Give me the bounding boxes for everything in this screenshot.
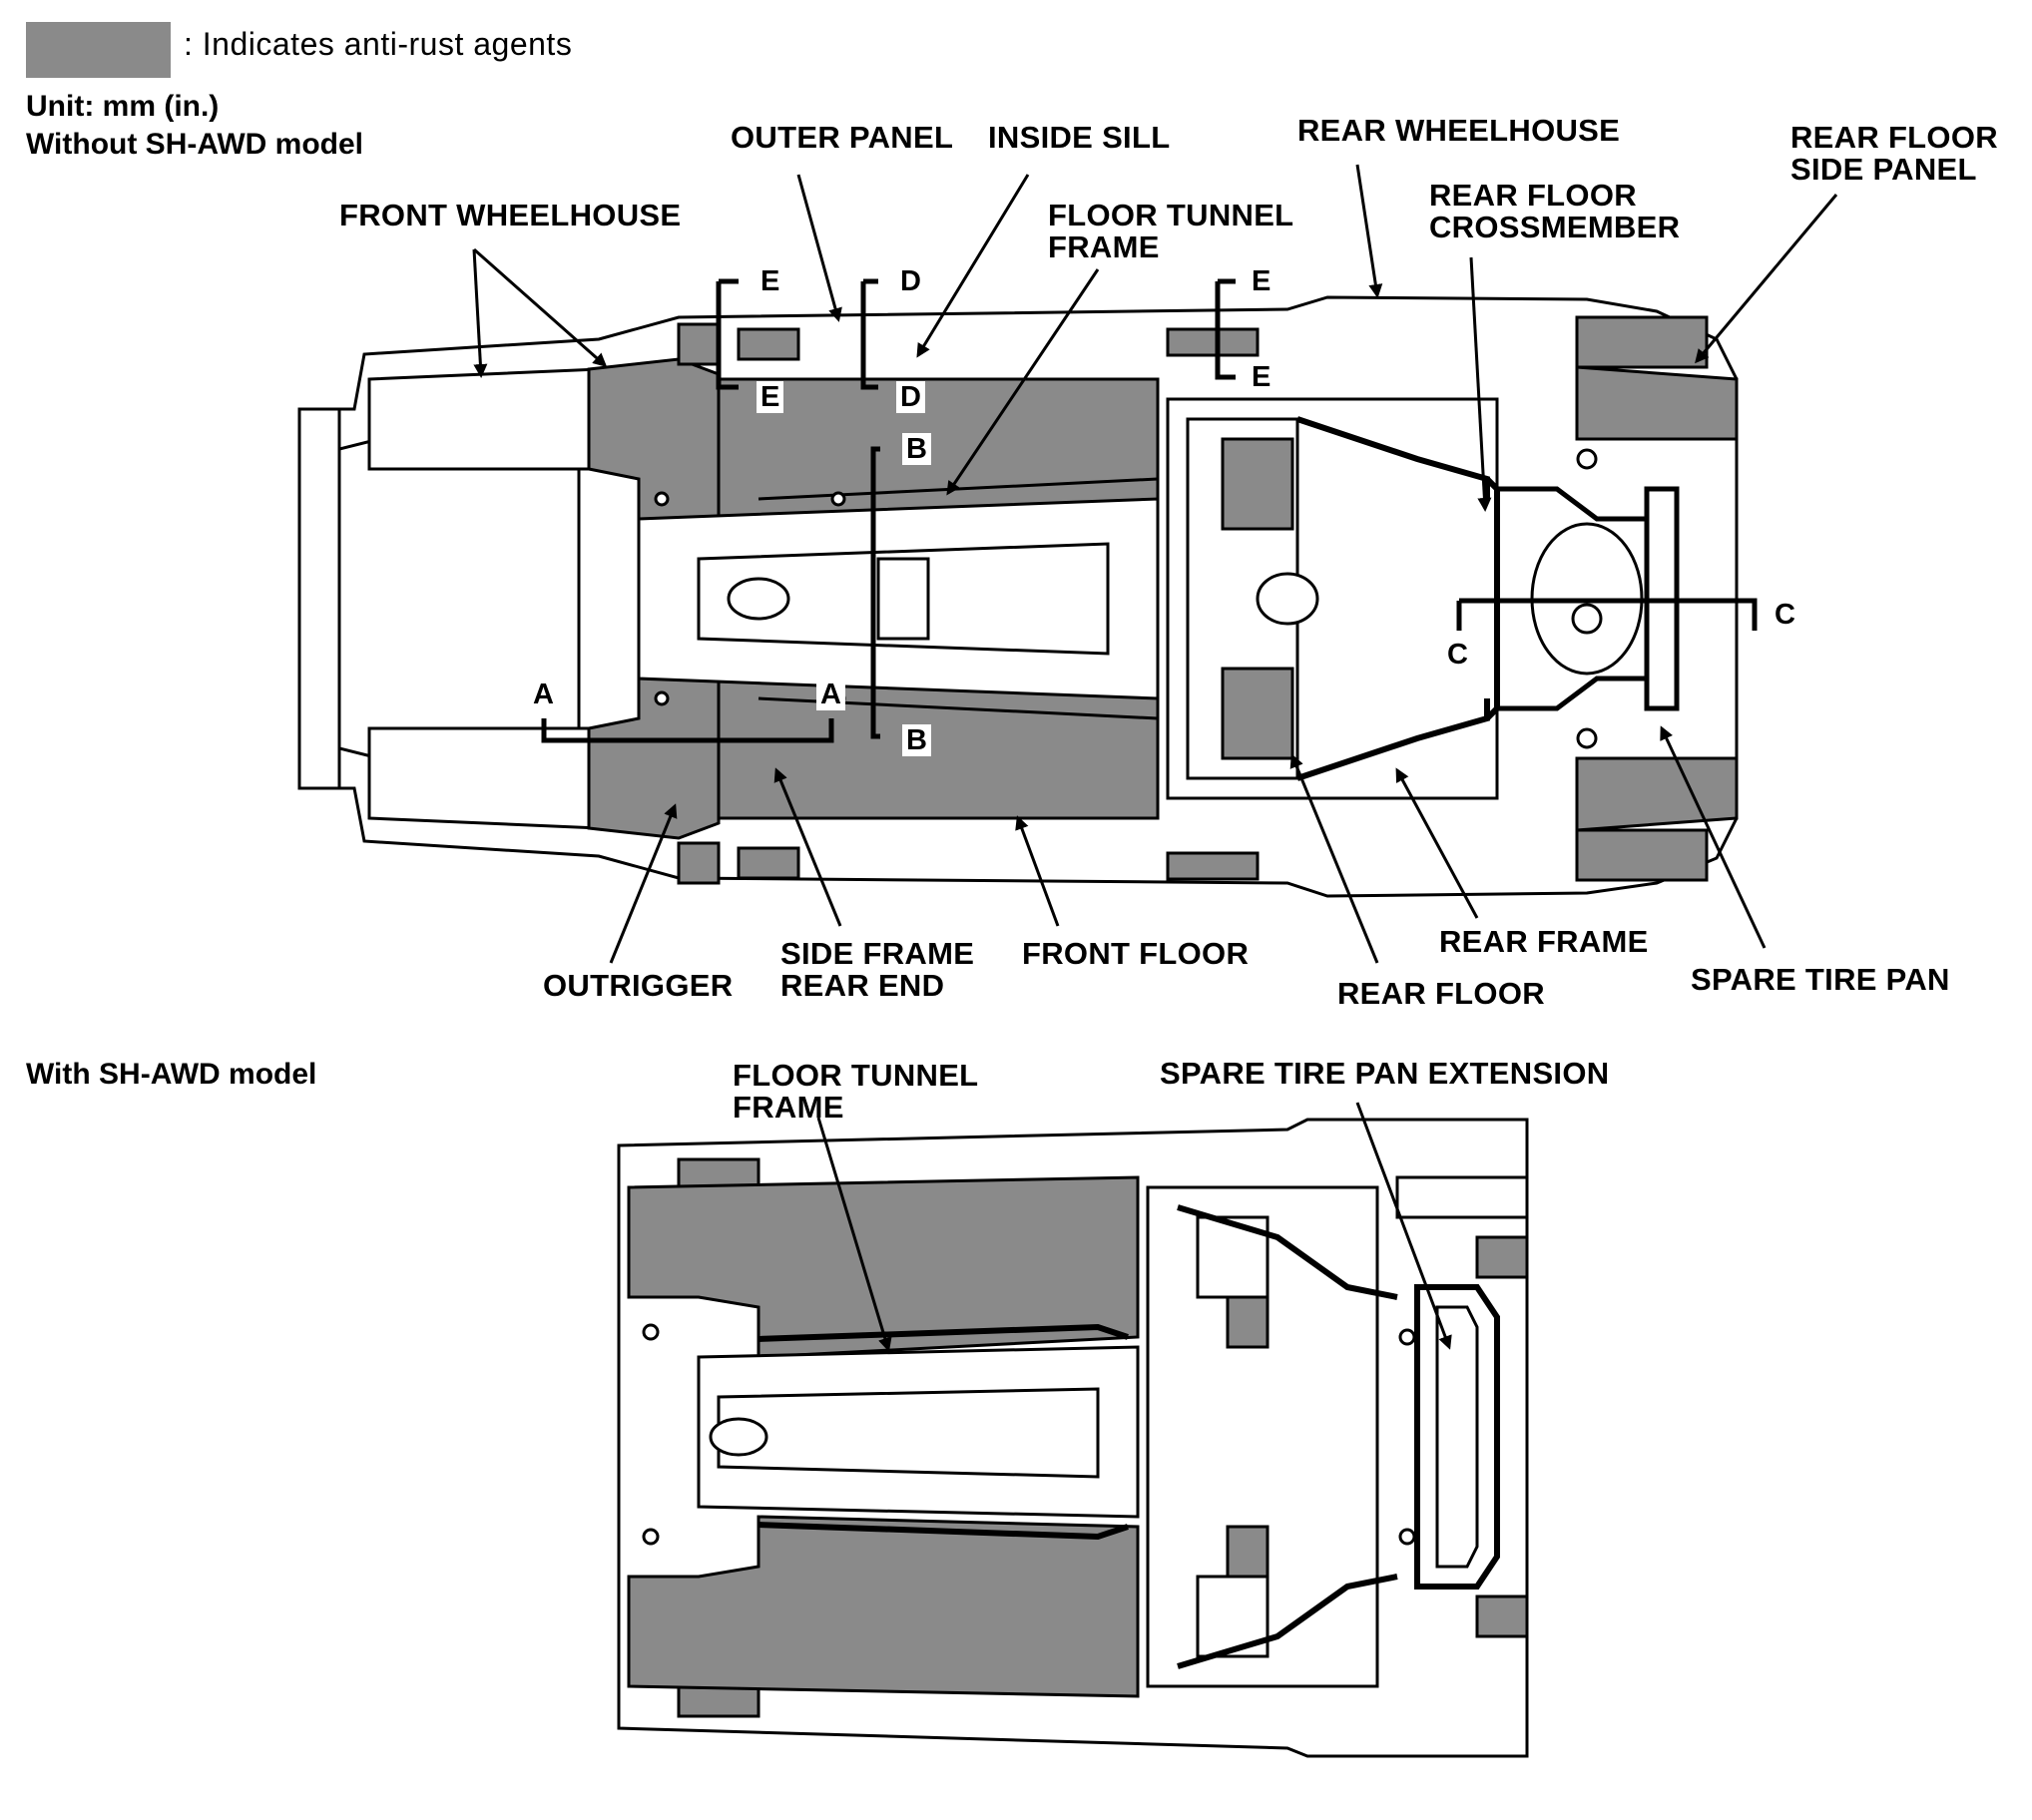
label-rear-floor-crossmember: REAR FLOOR CROSSMEMBER (1429, 178, 1681, 244)
label-rear-floor-side-panel: REAR FLOOR SIDE PANEL (1790, 120, 1998, 187)
label-spare-tire-pan-extension: SPARE TIRE PAN EXTENSION (1160, 1056, 1610, 1091)
section-marker-c: C (1771, 599, 1799, 631)
section-marker-a: A (529, 679, 558, 710)
section-marker-a: A (816, 679, 845, 710)
underbody-awd-view (617, 1118, 1529, 1758)
legend-swatch (26, 22, 171, 78)
label-front-wheelhouse: FRONT WHEELHOUSE (339, 198, 682, 232)
label-floor-tunnel-frame-awd: FLOOR TUNNEL FRAME (733, 1058, 979, 1125)
label-outrigger: OUTRIGGER (543, 968, 734, 1003)
section-marker-b: B (902, 433, 931, 465)
section-marker-e: E (757, 381, 784, 413)
label-inside-sill: INSIDE SILL (988, 120, 1171, 155)
underbody-top-view (297, 295, 1739, 898)
section-marker-e: E (757, 265, 784, 297)
legend-text: : Indicates anti-rust agents (184, 26, 573, 62)
section-marker-d: D (896, 381, 925, 413)
section-marker-b: B (902, 724, 931, 756)
label-rear-wheelhouse: REAR WHEELHOUSE (1297, 113, 1621, 148)
label-floor-tunnel-frame: FLOOR TUNNEL FRAME (1048, 198, 1294, 264)
section-marker-e: E (1248, 265, 1275, 297)
section-marker-d: D (896, 265, 925, 297)
leader-arrows-bottom (816, 1102, 1452, 1352)
section-title-with-awd: With SH-AWD model (26, 1058, 317, 1091)
label-rear-frame: REAR FRAME (1439, 924, 1649, 959)
section-marker-c: C (1443, 639, 1472, 671)
label-side-frame-rear-end: SIDE FRAME REAR END (780, 936, 975, 1003)
section-marker-e: E (1248, 361, 1275, 393)
label-spare-tire-pan: SPARE TIRE PAN (1691, 962, 1950, 997)
section-cut-lines-top (541, 278, 1758, 743)
section-title-without-awd: Without SH-AWD model (26, 128, 364, 161)
label-rear-floor: REAR FLOOR (1337, 976, 1545, 1011)
leader-arrows-top (472, 164, 1838, 964)
label-front-floor: FRONT FLOOR (1022, 936, 1250, 971)
unit-label: Unit: mm (in.) (26, 90, 220, 123)
label-outer-panel: OUTER PANEL (731, 120, 954, 155)
